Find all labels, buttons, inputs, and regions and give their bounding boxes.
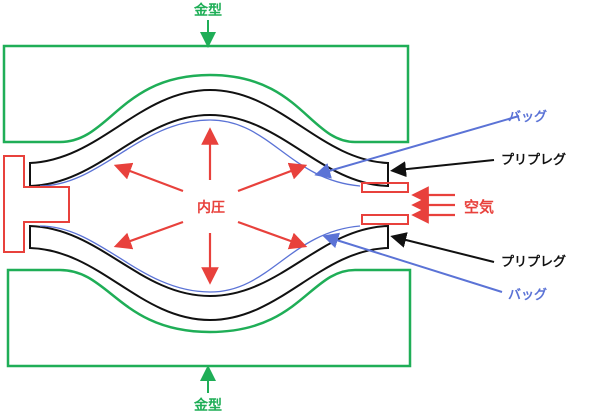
prepreg-top-arrow: [390, 159, 495, 178]
label-mold-top: 金型: [193, 2, 222, 19]
label-internal-pressure: 内圧: [197, 199, 225, 216]
label-bag-bottom: バッグ: [508, 287, 547, 303]
air-fitting-top: [361, 182, 409, 193]
top-mold: [2, 44, 410, 144]
pressure-arrow-up-right: [237, 162, 308, 193]
label-mold-bottom: 金型: [193, 397, 222, 414]
air-fitting-bottom: [361, 214, 409, 225]
top-prepreg: [29, 88, 389, 188]
left-plug: [3, 155, 70, 253]
label-air: 空気: [464, 198, 494, 216]
bottom-prepreg: [29, 224, 389, 322]
bag-top-arrow: [314, 115, 520, 179]
pressure-arrows: [113, 127, 308, 285]
prepreg-bottom-arrow: [390, 232, 495, 263]
bag-bottom-arrow: [322, 232, 503, 293]
pressure-arrow-down-right: [237, 220, 308, 250]
pressure-arrow-down-left: [113, 220, 184, 250]
label-prepreg-top: プリプレグ: [501, 152, 566, 168]
pressure-arrow-up-left: [113, 162, 184, 193]
air-arrows: [411, 186, 455, 224]
label-bag-top: バッグ: [508, 109, 547, 125]
label-prepreg-bottom: プリプレグ: [501, 254, 566, 270]
bottom-mold: [6, 268, 412, 368]
